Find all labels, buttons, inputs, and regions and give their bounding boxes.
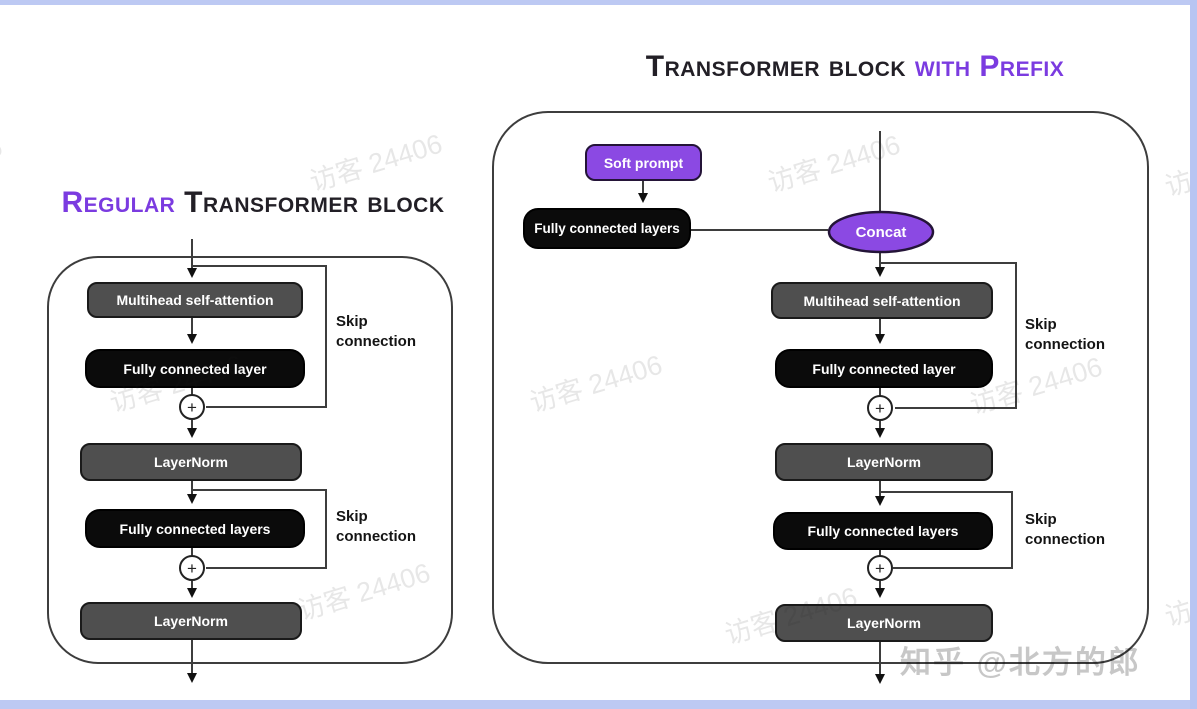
add-icon: +: [179, 555, 205, 581]
right-connectors: [638, 131, 1017, 684]
svg-text:+: +: [187, 559, 197, 578]
frame-edge-right: [1190, 0, 1197, 709]
frame-edge-top: [0, 0, 1197, 5]
add-icon: +: [867, 555, 893, 581]
right-fully-connected-layer-node: Fully connected layer: [775, 349, 993, 388]
right-skip-label-2: Skip connection: [1025, 511, 1106, 548]
svg-text:+: +: [875, 559, 885, 578]
left-fully-connected-layer-node: Fully connected layer: [85, 349, 305, 388]
left-connectors: [187, 239, 327, 683]
left-layernorm1-node: LayerNorm: [80, 443, 302, 481]
frame-edge-bottom: [0, 700, 1197, 709]
add-icon: +: [867, 395, 893, 421]
add-icon: +: [179, 394, 205, 420]
right-title-accent: with Prefix: [914, 50, 1065, 83]
right-layernorm1-node: LayerNorm: [775, 443, 993, 481]
right-title-main: Transformer block: [645, 50, 915, 83]
right-skip-label-1: Skip connection: [1025, 316, 1106, 353]
concat-node-label: Concat: [855, 223, 907, 241]
right-fully-connected-layers-node: Fully connected layers: [773, 512, 993, 550]
left-block-outline: [47, 256, 453, 664]
left-skip-label-2: Skip connection: [336, 508, 417, 545]
left-title-rest: Transformer block: [175, 186, 445, 219]
left-fully-connected-layers-node: Fully connected layers: [85, 509, 305, 548]
right-fully-connected-layers-top-node: Fully connected layers: [523, 208, 691, 249]
left-title-accent: Regular: [61, 186, 176, 219]
left-layernorm2-node: LayerNorm: [80, 602, 302, 640]
left-multihead-node: Multihead self-attention: [87, 282, 303, 318]
concat-node-shape: [827, 210, 935, 254]
left-diagram-title: Regular Transformer block: [40, 186, 466, 220]
right-block-outline: [492, 111, 1149, 664]
right-multihead-node: Multihead self-attention: [771, 282, 993, 319]
right-layernorm2-node: LayerNorm: [775, 604, 993, 642]
left-skip-label-1: Skip connection: [336, 313, 417, 350]
soft-prompt-node: Soft prompt: [585, 144, 702, 181]
right-diagram-title: Transformer block with Prefix: [612, 50, 1098, 84]
svg-text:+: +: [875, 399, 885, 418]
svg-text:+: +: [187, 398, 197, 417]
